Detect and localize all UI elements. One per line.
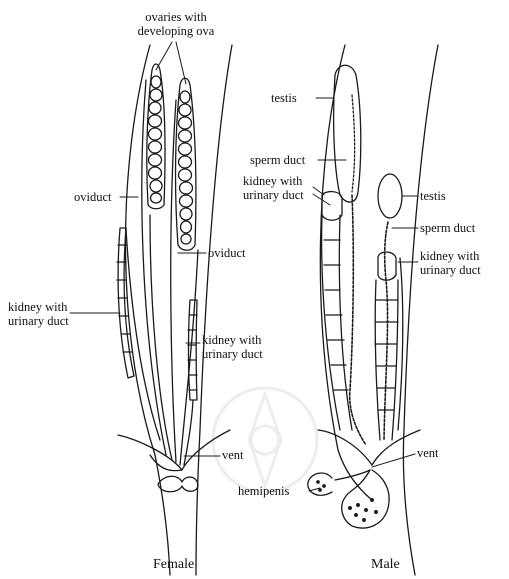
- female-vent-shape: [158, 476, 198, 492]
- male-body-outline: [318, 45, 438, 575]
- label-oviduct-left: oviduct: [74, 190, 112, 204]
- label-kidney-female-left-line1: kidney with: [8, 300, 69, 314]
- label-vent-female: vent: [222, 448, 244, 462]
- label-sperm-duct-left: sperm duct: [250, 153, 305, 167]
- label-ovaries-line1: ovaries with: [114, 10, 238, 24]
- male-left-testis: [334, 65, 361, 202]
- label-kidney-female-right-line2: urinary duct: [202, 347, 263, 361]
- caption-female: Female: [153, 558, 194, 572]
- label-kidney-female-left: kidney with urinary duct: [8, 300, 69, 328]
- caption-male: Male: [371, 558, 400, 572]
- label-vent-male: vent: [417, 446, 439, 460]
- label-kidney-male-left-line2: urinary duct: [243, 188, 304, 202]
- label-kidney-female-right-line1: kidney with: [202, 333, 263, 347]
- label-testis-left: testis: [271, 91, 297, 105]
- label-kidney-male-left: kidney with urinary duct: [243, 174, 304, 202]
- label-kidney-male-left-line1: kidney with: [243, 174, 304, 188]
- label-kidney-female-right: kidney with urinary duct: [202, 333, 263, 361]
- label-oviduct-right: oviduct: [208, 246, 246, 260]
- label-kidney-male-right-line1: kidney with: [420, 249, 481, 263]
- label-kidney-female-left-line2: urinary duct: [8, 314, 69, 328]
- male-left-sperm-duct: [322, 192, 366, 445]
- male-right-testis: [378, 174, 402, 218]
- watermark-emblem: [205, 380, 325, 500]
- label-kidney-male-right: kidney with urinary duct: [420, 249, 481, 277]
- label-ovaries: ovaries with developing ova: [114, 10, 238, 38]
- label-hemipenis: hemipenis: [238, 484, 289, 498]
- label-testis-right: testis: [420, 189, 446, 203]
- label-ovaries-line2: developing ova: [114, 24, 238, 38]
- label-sperm-duct-right: sperm duct: [420, 221, 475, 235]
- female-left-ovary: [147, 64, 165, 209]
- female-right-ovary: [176, 78, 196, 250]
- female-left-kidney: [117, 228, 160, 440]
- label-kidney-male-right-line2: urinary duct: [420, 263, 481, 277]
- male-right-sperm-duct: [375, 222, 403, 440]
- female-right-kidney: [184, 300, 197, 465]
